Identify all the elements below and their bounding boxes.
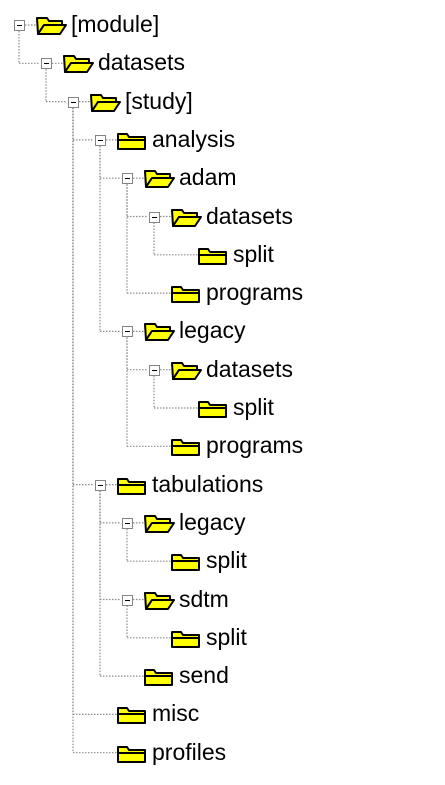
- tree-node-legacy-programs[interactable]: programs: [0, 426, 445, 466]
- open-folder-icon[interactable]: [170, 206, 202, 233]
- tree-node-send[interactable]: send: [0, 656, 445, 696]
- tree-node-legacy-datasets[interactable]: datasets: [0, 350, 445, 390]
- closed-folder-icon[interactable]: [197, 397, 229, 424]
- tree-node-tabulations-legacy[interactable]: legacy: [0, 503, 445, 543]
- tree-node-label[interactable]: analysis: [152, 125, 236, 152]
- collapse-toggle-icon[interactable]: [68, 96, 79, 108]
- closed-folder-icon[interactable]: [143, 665, 175, 692]
- open-folder-icon[interactable]: [143, 320, 175, 347]
- tree-node-label[interactable]: adam: [179, 164, 237, 191]
- tree-node-label[interactable]: split: [233, 394, 274, 420]
- tree-node-adam[interactable]: adam: [0, 158, 445, 198]
- closed-folder-icon[interactable]: [116, 703, 148, 730]
- collapse-toggle-icon[interactable]: [95, 479, 106, 491]
- tree-node-adam-programs[interactable]: programs: [0, 273, 445, 313]
- tree-node-label[interactable]: split: [206, 623, 247, 650]
- tree-node-label[interactable]: datasets: [98, 49, 185, 76]
- closed-folder-icon[interactable]: [170, 627, 202, 654]
- closed-folder-icon[interactable]: [170, 282, 202, 309]
- tree-node-label[interactable]: programs: [206, 279, 304, 306]
- closed-folder-icon[interactable]: [116, 742, 148, 769]
- tree-node-legacy-datasets-split[interactable]: split: [0, 388, 445, 428]
- tree-node-label[interactable]: sdtm: [179, 585, 229, 612]
- collapse-toggle-icon[interactable]: [95, 134, 106, 146]
- tree-node-label[interactable]: [module]: [71, 11, 160, 37]
- open-folder-icon[interactable]: [143, 589, 175, 616]
- collapse-toggle-icon[interactable]: [122, 594, 133, 606]
- tree-node-analysis[interactable]: analysis: [0, 120, 445, 160]
- collapse-toggle-icon[interactable]: [149, 364, 160, 376]
- tree-node-label[interactable]: split: [233, 240, 274, 267]
- tree-node-module[interactable]: [module]: [0, 5, 445, 45]
- open-folder-icon[interactable]: [89, 91, 121, 118]
- tree-node-sdtm-split[interactable]: split: [0, 618, 445, 658]
- open-folder-icon[interactable]: [170, 359, 202, 386]
- tree-node-analysis-legacy[interactable]: legacy: [0, 311, 445, 351]
- tree-node-label[interactable]: datasets: [206, 202, 293, 229]
- collapse-toggle-icon[interactable]: [41, 58, 52, 70]
- open-folder-icon[interactable]: [143, 167, 175, 194]
- open-folder-icon[interactable]: [62, 52, 94, 79]
- tree-node-sdtm[interactable]: sdtm: [0, 580, 445, 620]
- closed-folder-icon[interactable]: [170, 550, 202, 577]
- tree-node-tabulations-legacy-split[interactable]: split: [0, 541, 445, 581]
- tree-node-label[interactable]: tabulations: [152, 470, 264, 497]
- tree-node-label[interactable]: legacy: [179, 508, 246, 535]
- tree-node-datasets[interactable]: datasets: [0, 43, 445, 83]
- tree-node-profiles[interactable]: profiles: [0, 733, 445, 773]
- collapse-toggle-icon[interactable]: [149, 211, 160, 223]
- tree-node-label[interactable]: legacy: [179, 317, 246, 344]
- open-folder-icon[interactable]: [143, 512, 175, 539]
- tree-node-study[interactable]: [study]: [0, 82, 445, 122]
- tree-node-label[interactable]: send: [179, 662, 229, 689]
- closed-folder-icon[interactable]: [170, 435, 202, 462]
- tree-node-tabulations[interactable]: tabulations: [0, 465, 445, 505]
- collapse-toggle-icon[interactable]: [122, 173, 133, 185]
- tree-node-label[interactable]: profiles: [152, 738, 227, 765]
- open-folder-icon[interactable]: [35, 14, 67, 41]
- tree-node-label[interactable]: datasets: [206, 355, 293, 382]
- tree-node-label[interactable]: programs: [206, 432, 304, 459]
- tree-node-misc[interactable]: misc: [0, 694, 445, 734]
- tree-node-label[interactable]: split: [206, 547, 247, 574]
- closed-folder-icon[interactable]: [116, 474, 148, 501]
- tree-node-adam-datasets-split[interactable]: split: [0, 235, 445, 275]
- tree-node-label[interactable]: misc: [152, 700, 200, 727]
- closed-folder-icon[interactable]: [197, 244, 229, 271]
- collapse-toggle-icon[interactable]: [14, 20, 25, 31]
- closed-folder-icon[interactable]: [116, 129, 148, 156]
- collapse-toggle-icon[interactable]: [122, 326, 133, 338]
- collapse-toggle-icon[interactable]: [122, 517, 133, 529]
- tree-node-label[interactable]: [study]: [125, 87, 193, 114]
- tree-node-adam-datasets[interactable]: datasets: [0, 197, 445, 237]
